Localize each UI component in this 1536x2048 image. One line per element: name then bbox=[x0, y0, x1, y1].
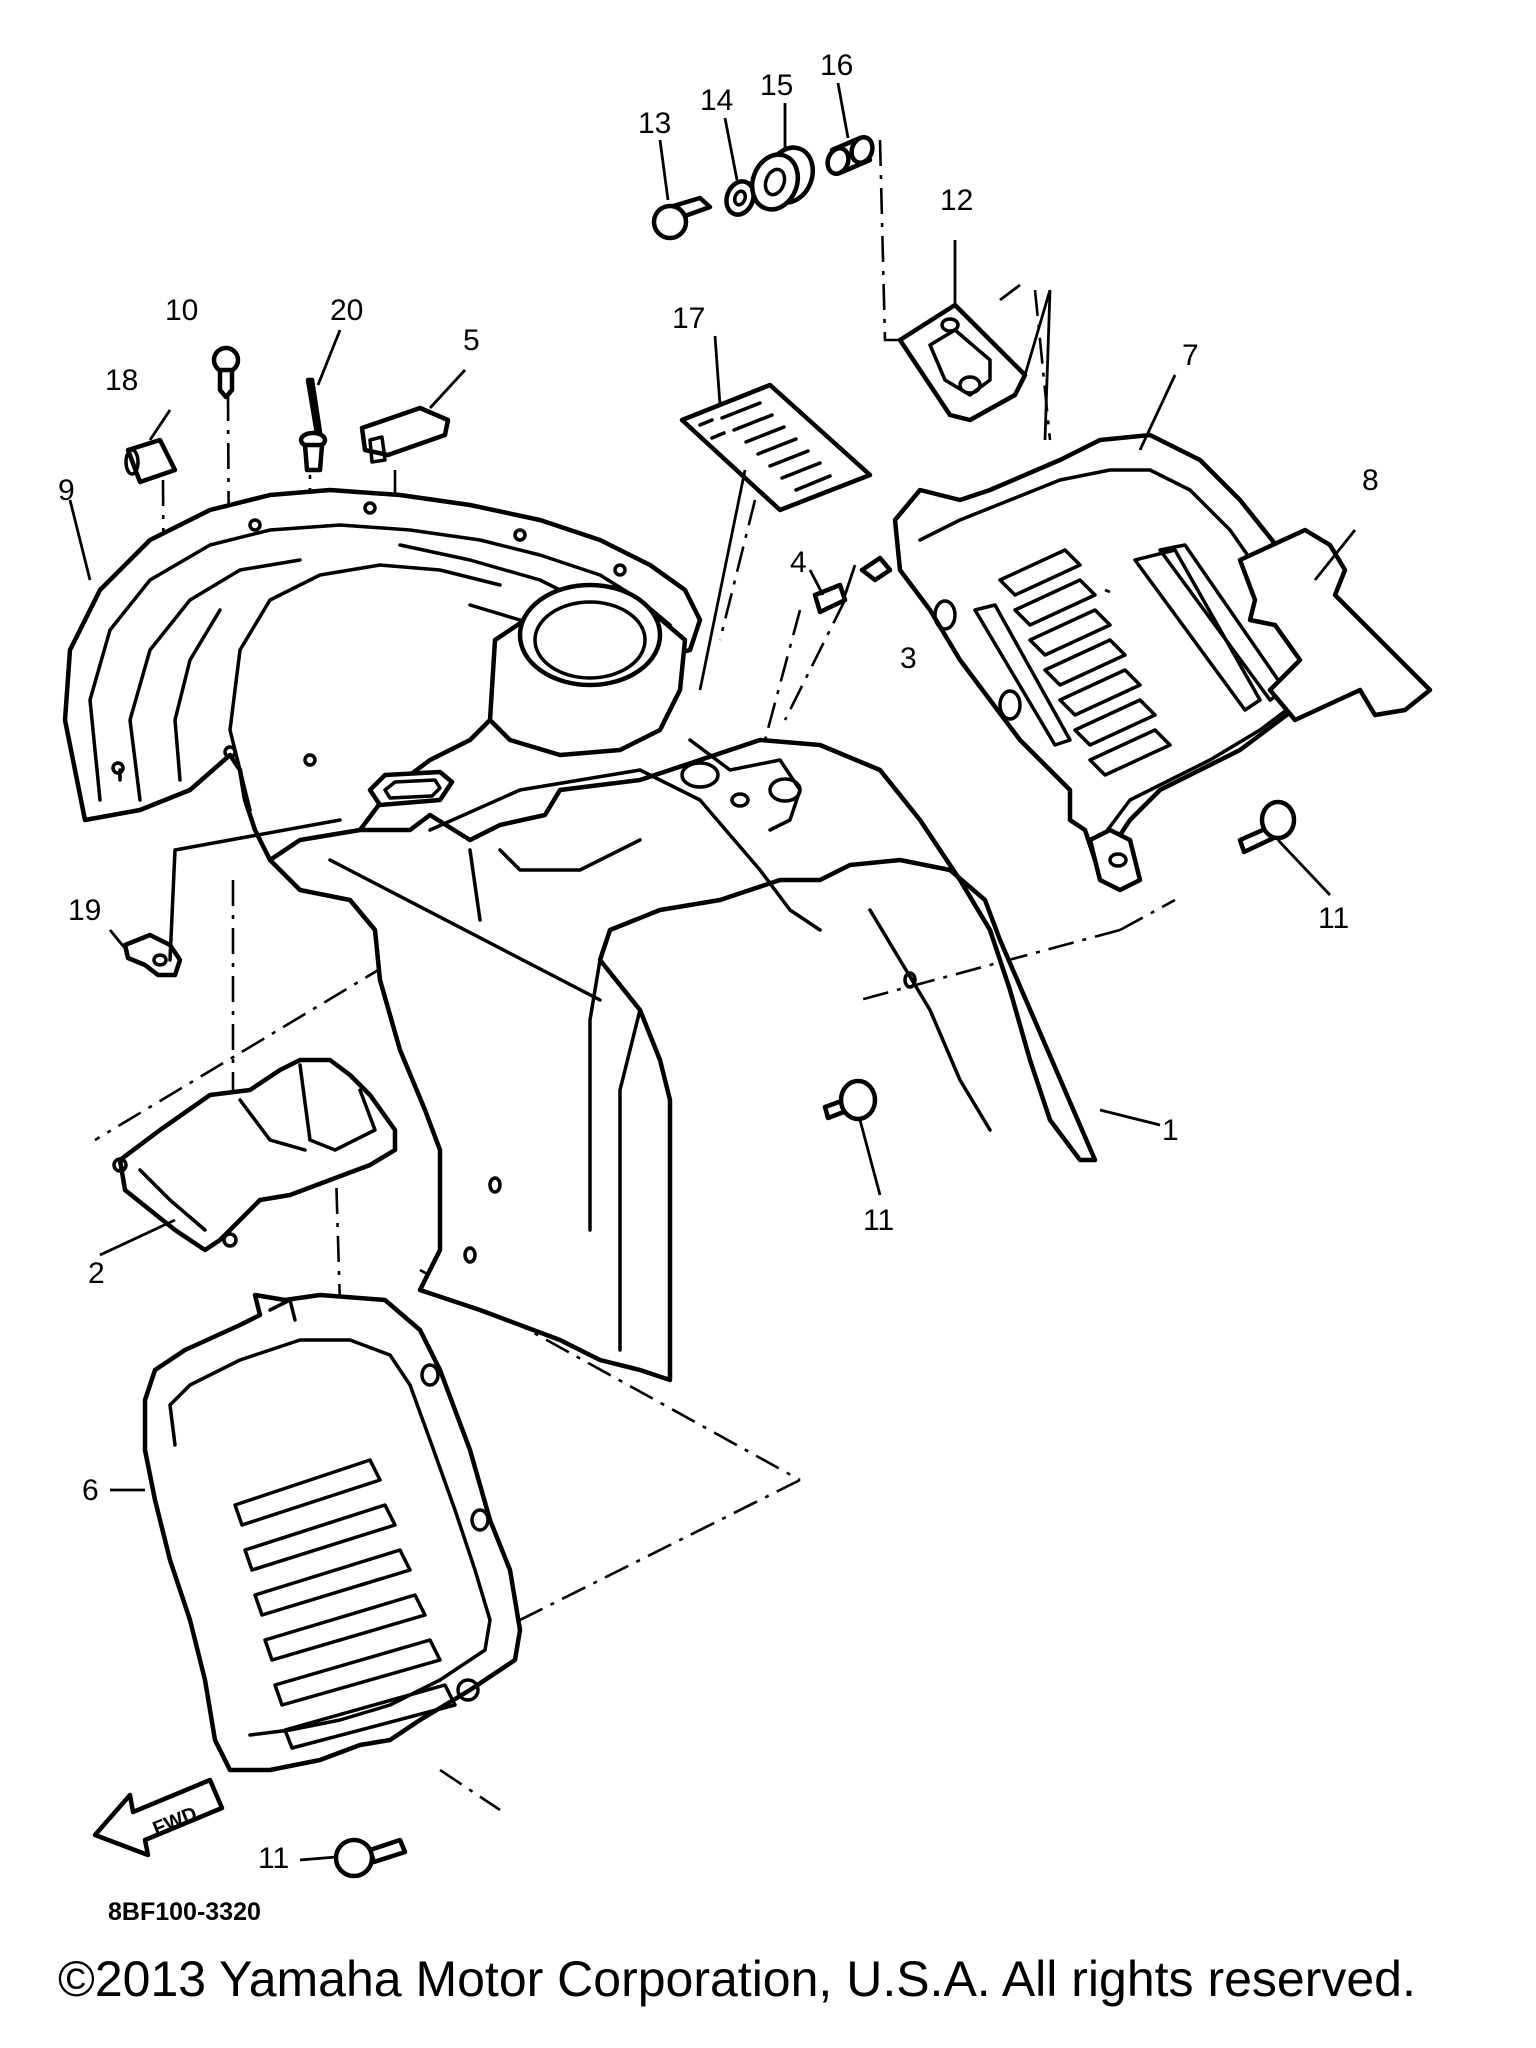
part-10-screw bbox=[211, 345, 241, 400]
callout-7: 7 bbox=[1182, 339, 1199, 372]
part-11-bolt-middle bbox=[822, 1078, 878, 1122]
callouts: 1 2 3 4 5 6 7 8 9 10 11 11 11 12 13 14 1… bbox=[58, 49, 1379, 1875]
part-6-side-cover bbox=[142, 1292, 523, 1773]
callout-15: 15 bbox=[760, 69, 793, 102]
part-11-bolt-upper bbox=[1237, 799, 1297, 855]
callout-1: 1 bbox=[1162, 1114, 1179, 1147]
callout-18: 18 bbox=[105, 364, 138, 397]
part-3-clip bbox=[859, 555, 893, 583]
part-16-collar bbox=[825, 135, 875, 176]
mount-slot bbox=[367, 769, 455, 808]
callout-11-lower: 11 bbox=[258, 1842, 289, 1875]
part-15-grommet bbox=[749, 145, 816, 212]
part-5-cover bbox=[359, 405, 451, 464]
callout-17: 17 bbox=[672, 302, 705, 335]
part-14-washer bbox=[724, 179, 756, 217]
copyright-notice: ©2013 Yamaha Motor Corporation, U.S.A. A… bbox=[58, 1951, 1416, 2007]
callout-14: 14 bbox=[700, 84, 733, 117]
intake-tube bbox=[487, 582, 802, 832]
callout-2: 2 bbox=[88, 1257, 105, 1290]
callout-11-upper: 11 bbox=[1318, 902, 1349, 935]
part-2-lower-guard bbox=[112, 1057, 398, 1253]
callout-20: 20 bbox=[330, 294, 363, 327]
callout-6: 6 bbox=[82, 1474, 99, 1507]
part-19-clamp bbox=[122, 818, 342, 978]
part-7-side-cover bbox=[892, 432, 1333, 893]
callout-11-middle: 11 bbox=[863, 1204, 894, 1237]
callout-9: 9 bbox=[58, 474, 75, 507]
callout-12: 12 bbox=[940, 184, 973, 217]
diagram-code: 8BF100-3320 bbox=[108, 1898, 261, 1926]
leader-lines bbox=[68, 240, 1357, 1862]
part-8-pad bbox=[1237, 527, 1433, 723]
part-11-bolt-lower bbox=[333, 1837, 408, 1879]
part-17-decal bbox=[679, 382, 873, 513]
part-18-cap bbox=[124, 437, 178, 485]
part-20-rivet bbox=[298, 377, 328, 473]
callout-4: 4 bbox=[790, 546, 807, 579]
part-13-bolt bbox=[651, 195, 713, 241]
callout-16: 16 bbox=[820, 49, 853, 82]
callout-8: 8 bbox=[1362, 464, 1379, 497]
callout-5: 5 bbox=[463, 324, 480, 357]
callout-19: 19 bbox=[68, 894, 101, 927]
callout-13: 13 bbox=[638, 107, 671, 140]
callout-10: 10 bbox=[165, 294, 198, 327]
small-part-leaders bbox=[658, 82, 1111, 594]
callout-3: 3 bbox=[900, 642, 917, 675]
part-4-clip bbox=[812, 582, 848, 615]
fwd-arrow: FWD bbox=[92, 1777, 225, 1858]
part-12-bracket bbox=[897, 302, 1028, 423]
part-1-rear-fender bbox=[267, 668, 1098, 1383]
